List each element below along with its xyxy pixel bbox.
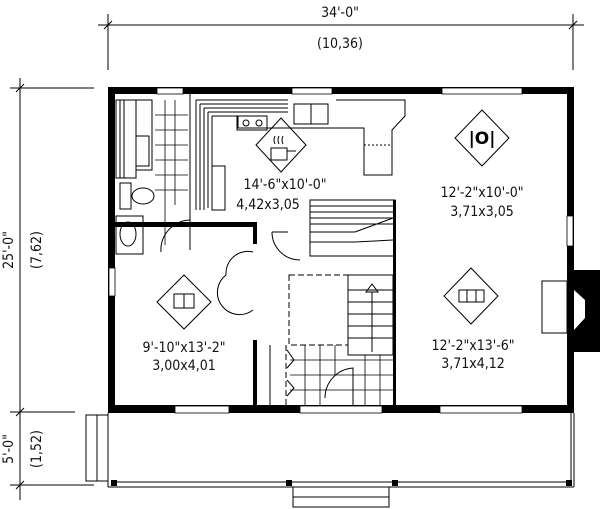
kitchen-size-imperial: 14'-6"x10'-0" xyxy=(243,177,326,193)
cooking-pot-icon xyxy=(255,117,307,173)
doors xyxy=(216,250,354,406)
room-study: 9'-10"x13'-2" 3,00x4,01 xyxy=(142,274,226,374)
study-size-imperial: 9'-10"x13'-2" xyxy=(142,340,225,356)
left-dimension: 25'-0" (7,62) 5'-0" (1,52) xyxy=(1,78,94,500)
porch xyxy=(85,413,575,508)
dining-size-metric: 3,71x3,05 xyxy=(450,204,514,220)
room-dining: |O| 12'-2"x10'-0" 3,71x3,05 xyxy=(440,109,524,220)
living-size-imperial: 12'-2"x13'-6" xyxy=(431,338,514,354)
kitchen-counters xyxy=(195,99,406,211)
porch-imperial: 5'-0" xyxy=(1,434,17,464)
top-dimension: 34'-0" (10,36) xyxy=(98,5,584,70)
staircase xyxy=(271,199,396,356)
svg-text:|O|: |O| xyxy=(469,129,496,149)
windows xyxy=(108,87,574,414)
porch-metric: (1,52) xyxy=(29,430,45,468)
room-living: 12'-2"x13'-6" 3,71x4,12 xyxy=(431,267,515,372)
plate-cutlery-icon xyxy=(454,109,510,167)
width-imperial: 34'-0" xyxy=(321,5,359,21)
room-kitchen: 14'-6"x10'-0" 4,42x3,05 xyxy=(236,117,327,213)
entry-tiles xyxy=(290,345,393,405)
depth-imperial: 25'-0" xyxy=(1,231,17,269)
bathroom xyxy=(115,99,191,255)
kitchen-size-metric: 4,42x3,05 xyxy=(236,197,300,213)
width-metric: (10,36) xyxy=(317,36,363,52)
dining-size-imperial: 12'-2"x10'-0" xyxy=(440,185,523,201)
depth-metric: (7,62) xyxy=(29,231,45,269)
book-icon xyxy=(156,274,212,330)
living-size-metric: 3,71x4,12 xyxy=(441,356,505,372)
sofa-icon xyxy=(443,267,499,325)
interior-walls xyxy=(115,94,396,406)
study-size-metric: 3,00x4,01 xyxy=(152,358,216,374)
